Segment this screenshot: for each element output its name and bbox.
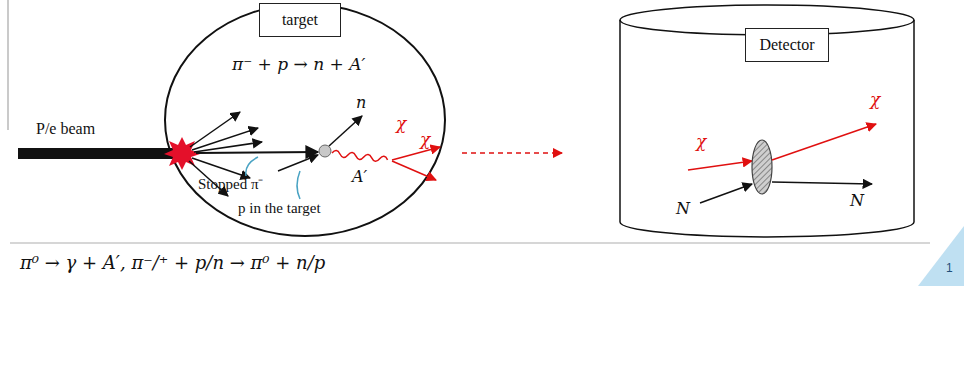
box-text: target: [282, 11, 318, 29]
target-nucleus: [752, 140, 772, 194]
label-box: Detector: [745, 28, 829, 62]
reaction-equation: π⁻ + p → n + A′: [232, 55, 365, 75]
box-text: Detector: [759, 36, 814, 54]
annotation: p in the target: [238, 200, 321, 217]
rule-line: [10, 242, 930, 244]
beam-label: P/e beam: [36, 120, 95, 138]
particle-label: χ: [420, 130, 430, 150]
nucleon-arrow: [700, 184, 752, 203]
nucleon-arrow: [772, 182, 872, 184]
particle-label: N: [850, 192, 864, 210]
particle-label: N: [676, 200, 690, 218]
particle-label: A′: [352, 168, 367, 186]
page-number: 1: [946, 262, 953, 276]
label-box: target: [259, 3, 341, 37]
chi-arrow: [772, 124, 876, 160]
chi-arrow: [688, 161, 752, 170]
flight-arrow: [462, 152, 562, 154]
particle-label: χ: [696, 132, 706, 152]
proton-arrow: [278, 155, 318, 171]
leader-line: [246, 157, 258, 176]
reaction-equation: π⁰ → γ + A′, π⁻/⁺ + p/n → π⁰ + n/p: [20, 253, 325, 274]
pion-track: [196, 152, 318, 153]
neutron-arrow: [329, 116, 362, 146]
target-circle: [165, 4, 445, 236]
detector-cylinder: [620, 5, 914, 237]
chi-arrow: [392, 147, 440, 160]
particle-label: n: [356, 94, 366, 112]
chi-arrow: [392, 161, 436, 180]
leader-line: [297, 171, 300, 199]
annotation: Stopped π⁻: [198, 176, 264, 193]
particle-label: χ: [396, 114, 406, 134]
particle-label: χ: [870, 90, 880, 110]
dark-photon-line: [332, 150, 388, 163]
edge-line: [7, 0, 9, 130]
capture-point: [319, 145, 331, 157]
page-corner: [918, 226, 964, 286]
beam: [18, 148, 178, 159]
